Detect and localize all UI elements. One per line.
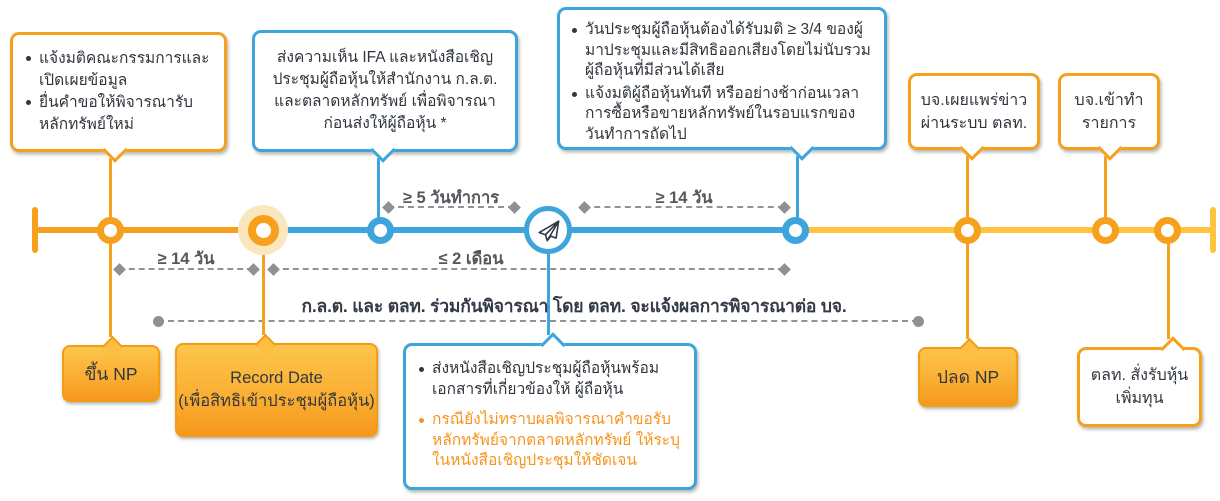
stem-ifa-opinion: [377, 158, 380, 220]
callout-set-order: ตลท. สั่งรับหุ้นเพิ่มทุน: [1077, 336, 1202, 427]
measure-line-2-months: [273, 268, 784, 270]
np-off-text: ปลด NP: [936, 367, 1000, 387]
board-resolution-bullet-2: ยื่นคำขอให้พิจารณารับหลักทรัพย์ใหม่: [39, 94, 194, 133]
measure-label-2-months: ≤ 2 เดือน: [438, 250, 504, 268]
stem-record-date: [261, 252, 265, 335]
diamond-end: [778, 201, 791, 214]
dot-end: [913, 316, 924, 327]
measure-line-14-days-upper: [584, 206, 784, 208]
callout-pointer-down: [370, 137, 396, 163]
paper-plane-icon: [537, 219, 559, 241]
bullet-dot: [572, 28, 577, 33]
bullet-dot: [26, 56, 31, 61]
timeline-segment-orange: [35, 227, 263, 233]
stem-board-resolution: [108, 158, 112, 220]
diamond-end: [247, 263, 260, 276]
diamond-end: [382, 201, 395, 214]
record-date-title: Record Date: [230, 369, 323, 387]
enter-transaction-text: บจ.เข้าทำรายการ: [1074, 91, 1144, 132]
dot-end: [153, 316, 164, 327]
measure-line-5-business-days: [388, 206, 514, 208]
review-line: [158, 320, 918, 322]
bullet-dot: [572, 91, 577, 97]
measure-line-14-days-lower: [119, 268, 253, 270]
node-send-to-shareholders: [524, 206, 572, 254]
news-release-text: บจ.เผยแพร่ข่าวผ่านระบบ ตลท.: [920, 91, 1028, 132]
callout-pointer-up: [101, 335, 124, 357]
callout-meeting-notice: ส่งหนังสือเชิญประชุมผู้ถือหุ้นพร้อมเอกสา…: [403, 332, 697, 490]
callout-pointer-down: [1097, 135, 1123, 161]
callout-np-on: ขึ้น NP: [62, 335, 160, 402]
callout-np-off: ปลด NP: [918, 337, 1018, 407]
callout-pointer-up: [540, 332, 566, 358]
timeline-end-cap: [1210, 207, 1216, 253]
node-record-date: [247, 214, 279, 246]
ifa-opinion-text: ส่งความเห็น IFA และหนังสือเชิญประชุมผู้ถ…: [272, 49, 498, 132]
np-on-text: ขึ้น NP: [84, 363, 138, 384]
node-meeting-resolution: [781, 216, 809, 244]
diamond-end: [778, 263, 791, 276]
node-set-order: [1153, 216, 1181, 244]
set-order-text: ตลท. สั่งรับหุ้นเพิ่มทุน: [1090, 367, 1189, 407]
meeting-notice-bullet-1: ส่งหนังสือเชิญประชุมผู้ถือหุ้นพร้อมเอกสา…: [432, 360, 660, 398]
callout-board-resolution: แจ้งมติคณะกรรมการและเปิดเผยข้อมูล ยื่นคำ…: [10, 32, 227, 163]
measure-label-14-days-lower: ≥ 14 วัน: [157, 250, 215, 268]
callout-record-date: Record Date (เพื่อสิทธิเข้าประชุมผู้ถือห…: [175, 333, 378, 437]
record-date-subtitle: (เพื่อสิทธิเข้าประชุมผู้ถือหุ้น): [178, 392, 375, 410]
diamond-end: [113, 263, 126, 276]
callout-pointer-down: [959, 135, 985, 161]
callout-pointer-up: [254, 333, 277, 355]
stem-news-release: [965, 156, 969, 220]
callout-news-release: บจ.เผยแพร่ข่าวผ่านระบบ ตลท.: [908, 73, 1040, 161]
stem-np-off: [965, 242, 969, 339]
callout-ifa-opinion: ส่งความเห็น IFA และหนังสือเชิญประชุมผู้ถ…: [252, 30, 518, 163]
diamond-end: [508, 201, 521, 214]
stem-meeting-resolution: [795, 156, 799, 220]
stem-np-on: [108, 242, 112, 337]
diamond-end: [578, 201, 591, 214]
timeline-segment-yellow: [795, 227, 1215, 233]
callout-meeting-resolution: วันประชุมผู้ถือหุ้นต้องได้รับมติ ≥ 3/4 ข…: [557, 7, 887, 161]
bullet-dot-orange: [419, 418, 424, 423]
meeting-resolution-bullet-2: แจ้งมติผู้ถือหุ้นทันที หรืออย่างช้าก่อนเ…: [585, 84, 860, 143]
bullet-dot: [26, 100, 31, 105]
callout-pointer-up: [1160, 336, 1186, 362]
stem-set-order: [1166, 242, 1170, 339]
diamond-end: [267, 263, 280, 276]
callout-pointer-down: [102, 137, 128, 163]
node-ifa-opinion: [366, 216, 394, 244]
node-board-resolution: [96, 216, 124, 244]
meeting-resolution-bullet-1: วันประชุมผู้ถือหุ้นต้องได้รับมติ ≥ 3/4 ข…: [585, 21, 871, 79]
measure-label-14-days-upper: ≥ 14 วัน: [655, 189, 713, 207]
review-note: ก.ล.ต. และ ตลท. ร่วมกันพิจารณา โดย ตลท. …: [301, 296, 847, 316]
node-news-release: [953, 216, 981, 244]
board-resolution-bullet-1: แจ้งมติคณะกรรมการและเปิดเผยข้อมูล: [39, 50, 210, 89]
bullet-dot: [419, 367, 424, 372]
measure-label-5-business-days: ≥ 5 วันทำการ: [402, 189, 500, 207]
stem-meeting-notice: [546, 252, 550, 335]
meeting-notice-bullet-2: กรณียังไม่ทราบผลพิจารณาคำขอรับหลักทรัพย์…: [432, 411, 680, 469]
stem-enter-transaction: [1103, 156, 1107, 220]
callout-pointer-up: [958, 337, 981, 359]
node-enter-transaction: [1091, 216, 1119, 244]
callout-enter-transaction: บจ.เข้าทำรายการ: [1058, 73, 1160, 161]
